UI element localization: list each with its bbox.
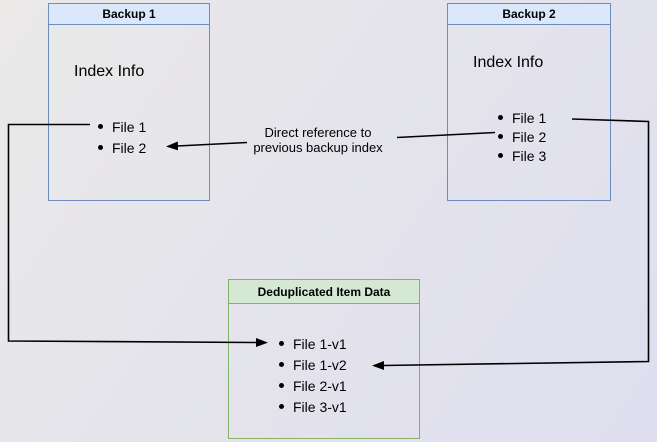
bullet-icon (498, 134, 503, 139)
backup1-box: Backup 1 Index Info File 1 File 2 (48, 3, 210, 201)
bullet-icon (279, 362, 284, 367)
backup1-index-info-label: Index Info (74, 63, 145, 80)
backup2-index-info-label: Index Info (473, 54, 544, 71)
bullet-icon (98, 145, 103, 150)
edge-label-line2: previous backup index (253, 140, 383, 155)
list-item: File 1-v2 (279, 354, 347, 375)
file-label: File 3 (512, 147, 547, 164)
list-item: File 1 (498, 108, 546, 127)
edge-label-line1: Direct reference to (264, 125, 372, 140)
file-label: File 2 (512, 128, 547, 145)
list-item: File 2-v1 (279, 375, 347, 396)
bullet-icon (498, 115, 503, 120)
list-item: File 1-v1 (279, 333, 347, 354)
bullet-icon (279, 404, 284, 409)
bullet-icon (498, 153, 503, 158)
list-item: File 3 (498, 146, 546, 165)
deduplicated-item-data-box: Deduplicated Item Data File 1-v1 File 1-… (228, 279, 420, 439)
dedup-title: Deduplicated Item Data (229, 280, 419, 304)
backup2-box: Backup 2 Index Info File 1 File 2 File 3 (447, 3, 611, 201)
direct-reference-edge-label: Direct reference to previous backup inde… (236, 125, 400, 155)
file-label: File 3-v1 (293, 398, 347, 415)
file-label: File 1 (512, 109, 547, 126)
backup1-title: Backup 1 (49, 4, 209, 25)
file-label: File 2-v1 (293, 377, 347, 394)
list-item: File 2 (98, 137, 146, 158)
bullet-icon (279, 383, 284, 388)
bullet-icon (98, 124, 103, 129)
file-label: File 2 (112, 139, 147, 156)
file-label: File 1 (112, 118, 147, 135)
backup2-title: Backup 2 (448, 4, 610, 25)
bullet-icon (279, 341, 284, 346)
list-item: File 3-v1 (279, 396, 347, 417)
dedup-file-list: File 1-v1 File 1-v2 File 2-v1 File 3-v1 (279, 333, 347, 417)
backup2-file-list: File 1 File 2 File 3 (498, 108, 546, 165)
list-item: File 2 (498, 127, 546, 146)
list-item: File 1 (98, 116, 146, 137)
file-label: File 1-v2 (293, 356, 347, 373)
file-label: File 1-v1 (293, 335, 347, 352)
backup1-file-list: File 1 File 2 (98, 116, 146, 158)
